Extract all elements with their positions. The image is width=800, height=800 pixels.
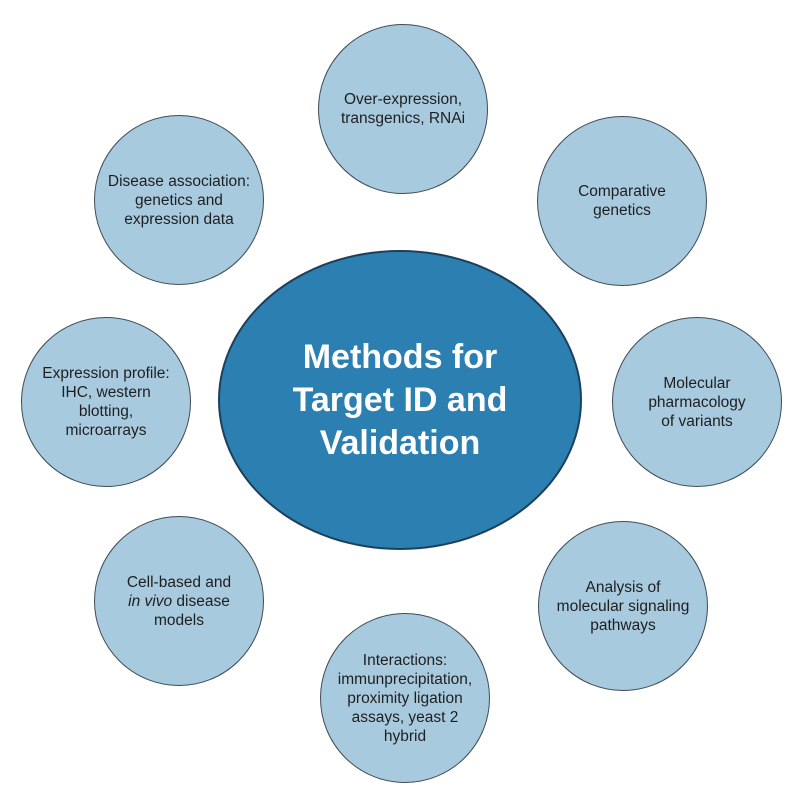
method-circle-overexpression: Over-expression, transgenics, RNAi (318, 24, 488, 194)
method-circle-disease-association: Disease association: genetics and expres… (94, 115, 264, 285)
central-topic-circle: Methods for Target ID and Validation (218, 250, 582, 550)
method-circle-signaling-pathways: Analysis of molecular signaling pathways (538, 521, 708, 691)
method-label-expression-profile: Expression profile: IHC, western blottin… (42, 365, 170, 439)
method-circle-comparative-genetics: Comparative genetics (537, 116, 707, 286)
method-label-interactions: Interactions: immunprecipitation, proxim… (337, 651, 473, 745)
method-label-comparative-genetics: Comparative genetics (578, 183, 666, 219)
method-label-disease-association: Disease association: genetics and expres… (107, 172, 251, 228)
disease-models-line2-rest: disease (172, 592, 230, 610)
disease-models-in-vivo: in vivo (128, 592, 173, 610)
disease-models-line1: Cell-based and (126, 573, 232, 591)
method-circle-interactions: Interactions: immunprecipitation, proxim… (320, 613, 490, 783)
method-label-overexpression: Over-expression, transgenics, RNAi (340, 91, 466, 127)
method-label-signaling-pathways: Analysis of molecular signaling pathways (556, 578, 690, 634)
method-label-molecular-pharmacology: Molecular pharmacology of variants (648, 374, 746, 430)
method-circle-expression-profile: Expression profile: IHC, western blottin… (21, 317, 191, 487)
disease-models-line3: models (154, 611, 204, 629)
method-circle-molecular-pharmacology: Molecular pharmacology of variants (612, 317, 782, 487)
central-topic-title: Methods for Target ID and Validation (292, 337, 508, 462)
